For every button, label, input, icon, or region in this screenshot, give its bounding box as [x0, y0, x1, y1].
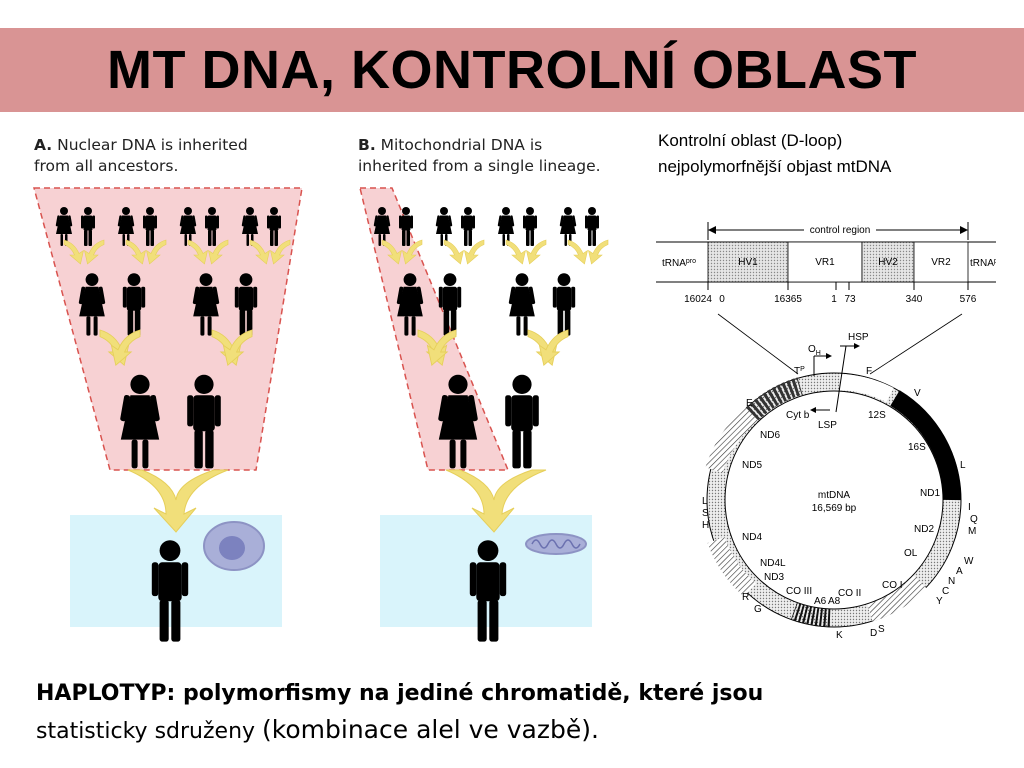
mtdna-center-label: mtDNA — [818, 490, 851, 501]
panel-b-mitochondrion-cristae — [531, 539, 581, 549]
panel-b-letter: B. — [358, 136, 376, 154]
panel-a-caption-line1: Nuclear DNA is inherited — [52, 136, 248, 154]
e-label: E — [746, 398, 753, 409]
vr2-label: VR2 — [931, 257, 951, 268]
hv2-label: HV2 — [878, 257, 898, 268]
k-label: K — [836, 630, 843, 641]
co2-label: CO II — [838, 588, 861, 599]
title-bar: MT DNA, KONTROLNÍ OBLAST — [0, 28, 1024, 112]
trna-pro-label: tRNApro — [662, 258, 696, 269]
a6-label: A6 — [814, 596, 827, 607]
control-region-diagram: control region tRNApro HV1 VR1 HV2 VR2 t… — [656, 222, 996, 305]
panel-a-caption: A. Nuclear DNA is inherited from all anc… — [34, 135, 248, 177]
panel-b-caption-line1: Mitochondrial DNA is — [375, 136, 543, 154]
pos-73: 73 — [844, 294, 856, 305]
q-label: Q — [970, 514, 978, 525]
panel-b-grandparents — [373, 207, 599, 246]
f-label: F — [866, 366, 872, 377]
haplotype-line2: statisticky sdruženy (kombinace alel ve … — [36, 712, 996, 750]
tp-label: TP — [794, 366, 805, 377]
d-label: D — [870, 628, 877, 639]
12s-label: 12S — [868, 410, 886, 421]
n-label: N — [948, 576, 955, 587]
nd6-label: ND6 — [760, 430, 780, 441]
description-line1: Kontrolní oblast (D-loop) — [658, 131, 843, 150]
position-ticks — [707, 282, 969, 290]
16s-label: 16S — [908, 442, 926, 453]
panel-a-caption-line2: from all ancestors. — [34, 157, 179, 175]
s-bottom-label: S — [878, 624, 885, 635]
nd4-label: ND4 — [742, 532, 762, 543]
panel-a-trapezoid — [33, 187, 303, 471]
nd4l-label: ND4L — [760, 558, 786, 569]
hv1-label: HV1 — [738, 257, 758, 268]
h-left-label: H — [702, 520, 709, 531]
trna-phe-label: tRNAphe — [970, 258, 996, 269]
mtdna-size-label: 16,569 bp — [812, 503, 857, 514]
co1-label: CO I — [882, 580, 903, 591]
haplotype-line1: HAPLOTYP: polymorfismy na jediné chromat… — [36, 681, 764, 706]
haplotype-line2-b: (kombinace alel ve vazbě). — [262, 715, 599, 744]
pos-1: 1 — [831, 294, 837, 305]
cytb-label: Cyt b — [786, 410, 810, 421]
s-left-label: S — [702, 508, 709, 519]
haplotype-definition: HAPLOTYP: polymorfismy na jediné chromat… — [36, 676, 996, 750]
mtdna-circle-diagram: HSP OH TP F V Cyt b LSP 12S E ND6 16S L … — [702, 313, 978, 641]
panel-a-merge-arrow — [127, 469, 229, 533]
v-label: V — [914, 388, 921, 399]
panel-b-caption: B. Mitochondrial DNA is inherited from a… — [358, 135, 601, 177]
oh-label: OH — [808, 344, 821, 357]
hsp-label: HSP — [848, 332, 869, 343]
w-label: W — [964, 556, 974, 567]
nd5-label: ND5 — [742, 460, 762, 471]
nd3-label: ND3 — [764, 572, 784, 583]
a-label: A — [956, 566, 963, 577]
l-right-label: L — [960, 460, 966, 471]
panel-a-nucleus — [219, 536, 245, 560]
m-label: M — [968, 526, 976, 537]
description-line2: nejpolymorfnější objast mtDNA — [658, 157, 892, 176]
panel-a-letter: A. — [34, 136, 53, 154]
vr1-label: VR1 — [815, 257, 835, 268]
inheritance-figure — [33, 187, 609, 642]
pos-16024: 16024 — [684, 294, 712, 305]
lsp-label: LSP — [818, 420, 837, 431]
nd2-label: ND2 — [914, 524, 934, 535]
y-label: Y — [936, 596, 943, 607]
nd1-label: ND1 — [920, 488, 940, 499]
pos-16365: 16365 — [774, 294, 802, 305]
haplotype-line2-a: statisticky sdruženy — [36, 719, 263, 744]
i-label: I — [968, 502, 971, 513]
page-title: MT DNA, KONTROLNÍ OBLAST — [107, 40, 917, 100]
control-region-description: Kontrolní oblast (D-loop) nejpolymorfněj… — [658, 128, 1018, 180]
panel-b-merge-arrow — [445, 469, 547, 533]
pos-576: 576 — [960, 294, 977, 305]
l-left-label: L — [702, 496, 708, 507]
g-label: G — [754, 604, 762, 615]
ol-label: OL — [904, 548, 918, 559]
a8-label: A8 — [828, 596, 841, 607]
c-label: C — [942, 586, 949, 597]
pos-340: 340 — [906, 294, 923, 305]
co3-label: CO III — [786, 586, 812, 597]
mtdna-ring — [707, 373, 961, 627]
panel-b-caption-line2: inherited from a single lineage. — [358, 157, 601, 175]
pos-0: 0 — [719, 294, 725, 305]
control-region-label: control region — [810, 225, 871, 236]
r-label: R — [742, 592, 749, 603]
